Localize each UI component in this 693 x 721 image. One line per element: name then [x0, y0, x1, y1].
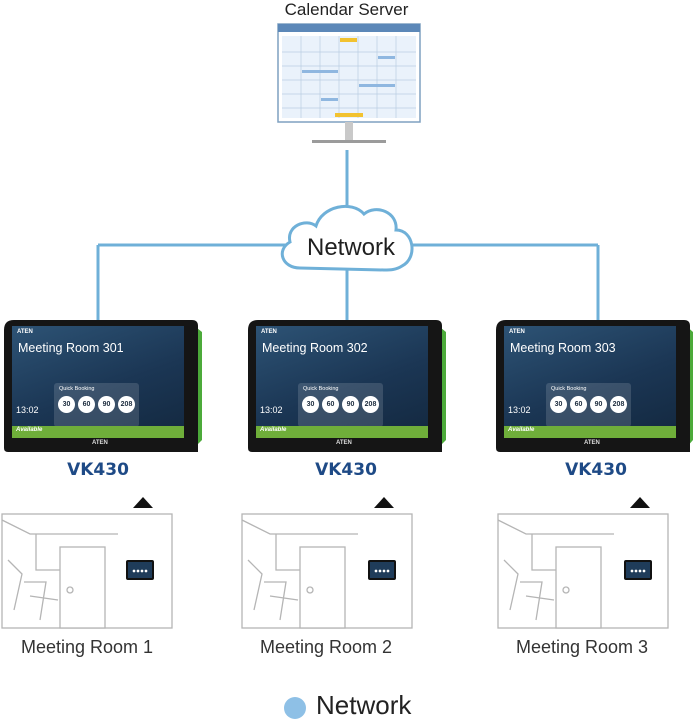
- model-label-2: VK430: [315, 460, 377, 480]
- legend-network-dot: [284, 697, 306, 719]
- model-label-3: VK430: [565, 460, 627, 480]
- calendar-server-label: Calendar Server: [284, 0, 409, 19]
- quick-booking-panel: Quick Booking 30 60 90 208: [54, 383, 139, 427]
- duration-button[interactable]: 90: [590, 396, 607, 413]
- tablet-time: 13:02: [260, 405, 283, 415]
- zoom-triangle-icon: [374, 497, 394, 508]
- wall-tablet-icon: [368, 560, 396, 580]
- vk430-tablet-2: ATEN Meeting Room 302 Quick Booking 30 6…: [246, 316, 446, 452]
- cloud-icon: [280, 204, 414, 272]
- duration-button[interactable]: 208: [610, 396, 627, 413]
- availability-status: Available: [16, 427, 43, 433]
- aten-logo: ATEN: [509, 329, 525, 335]
- aten-logo: ATEN: [336, 440, 352, 446]
- aten-logo: ATEN: [92, 440, 108, 446]
- aten-logo: ATEN: [261, 329, 277, 335]
- vk430-tablet-3: ATEN Meeting Room 303 Quick Booking 30 6…: [494, 316, 693, 452]
- quick-booking-panel: Quick Booking 30 60 90 208: [298, 383, 383, 427]
- network-cloud-label: Network: [306, 234, 396, 261]
- calendar-server-monitor: [277, 23, 421, 143]
- availability-status: Available: [508, 427, 535, 433]
- tablet-screen: ATEN Meeting Room 301 Quick Booking 30 6…: [12, 326, 184, 438]
- tablet-time: 13:02: [508, 405, 531, 415]
- duration-button[interactable]: 208: [118, 396, 135, 413]
- model-label-1: VK430: [67, 460, 129, 480]
- availability-bar: Available: [504, 426, 676, 438]
- zoom-triangle-icon: [133, 497, 153, 508]
- tablet-room-title: Meeting Room 302: [262, 341, 368, 355]
- quick-booking-label: Quick Booking: [59, 386, 95, 392]
- wall-tablet-icon: [624, 560, 652, 580]
- availability-status: Available: [260, 427, 287, 433]
- tablet-screen: ATEN Meeting Room 302 Quick Booking 30 6…: [256, 326, 428, 438]
- quick-booking-label: Quick Booking: [551, 386, 587, 392]
- duration-button[interactable]: 30: [58, 396, 75, 413]
- room-sketch-2: [241, 513, 413, 629]
- room-label-2: Meeting Room 2: [259, 637, 393, 657]
- room-label-1: Meeting Room 1: [20, 637, 154, 657]
- legend-network-label: Network: [316, 690, 412, 720]
- duration-button[interactable]: 60: [570, 396, 587, 413]
- room-label-3: Meeting Room 3: [515, 637, 649, 657]
- tablet-room-title: Meeting Room 301: [18, 341, 124, 355]
- tablet-screen: ATEN Meeting Room 303 Quick Booking 30 6…: [504, 326, 676, 438]
- availability-bar: Available: [12, 426, 184, 438]
- wall-tablet-icon: [126, 560, 154, 580]
- quick-booking-label: Quick Booking: [303, 386, 339, 392]
- zoom-triangle-icon: [630, 497, 650, 508]
- tablet-time: 13:02: [16, 405, 39, 415]
- room-sketch-3: [497, 513, 669, 629]
- duration-button[interactable]: 208: [362, 396, 379, 413]
- duration-button[interactable]: 60: [78, 396, 95, 413]
- duration-button[interactable]: 60: [322, 396, 339, 413]
- availability-bar: Available: [256, 426, 428, 438]
- duration-button[interactable]: 30: [302, 396, 319, 413]
- quick-booking-panel: Quick Booking 30 60 90 208: [546, 383, 631, 427]
- aten-logo: ATEN: [17, 329, 33, 335]
- aten-logo: ATEN: [584, 440, 600, 446]
- duration-button[interactable]: 90: [342, 396, 359, 413]
- room-sketch-1: [1, 513, 173, 629]
- tablet-room-title: Meeting Room 303: [510, 341, 616, 355]
- duration-button[interactable]: 30: [550, 396, 567, 413]
- vk430-tablet-1: ATEN Meeting Room 301 Quick Booking 30 6…: [2, 316, 202, 452]
- duration-button[interactable]: 90: [98, 396, 115, 413]
